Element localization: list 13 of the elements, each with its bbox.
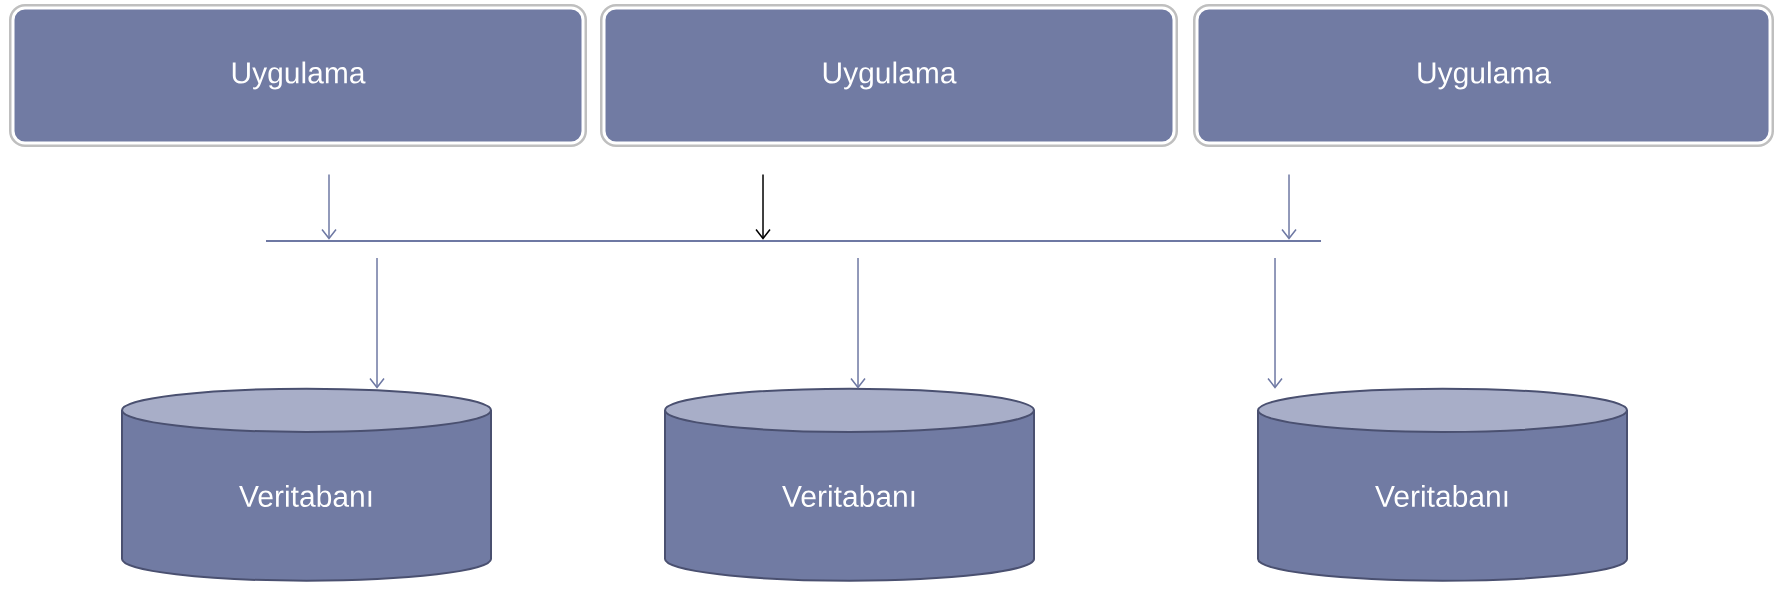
bus-line (266, 240, 1321, 242)
arrow (1267, 257, 1283, 389)
arrow (321, 173, 337, 240)
application-box: Uygulama (1193, 4, 1774, 147)
database-cylinder: Veritabanı (664, 387, 1035, 582)
arrow (850, 257, 866, 389)
arrow (755, 173, 771, 240)
arrow (1281, 173, 1297, 240)
arrow (369, 257, 385, 389)
database-cylinder: Veritabanı (1257, 387, 1628, 582)
application-box: Uygulama (9, 4, 587, 147)
database-cylinder: Veritabanı (121, 387, 492, 582)
application-box: Uygulama (600, 4, 1178, 147)
